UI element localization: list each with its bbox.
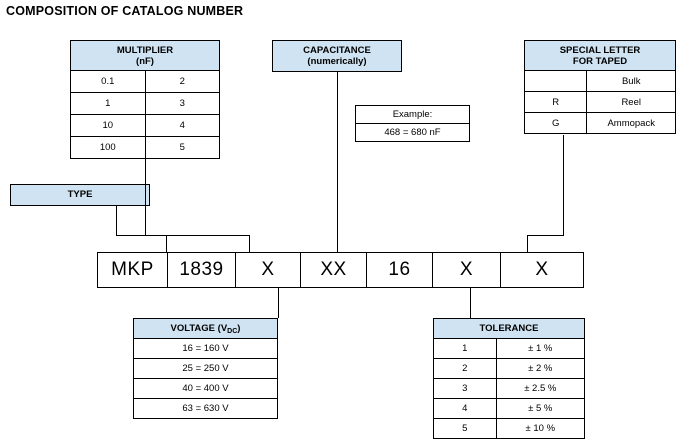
voltage-row-3: 63 = 630 V <box>133 398 278 419</box>
multiplier-code-2: 4 <box>144 114 221 137</box>
connector-multiplier-h <box>145 235 250 236</box>
multiplier-value-2: 10 <box>70 114 146 137</box>
code-cell-series[interactable]: 1839 <box>168 253 236 287</box>
special-letter-code-2: G <box>523 112 588 134</box>
connector-multiplier-v2 <box>249 235 250 253</box>
page-title: COMPOSITION OF CATALOG NUMBER <box>6 4 244 18</box>
multiplier-value-1: 1 <box>70 92 146 115</box>
connector-special-v1 <box>563 135 564 235</box>
table-row: 10 4 <box>70 114 221 137</box>
multiplier-value-3: 100 <box>70 136 146 159</box>
type-box: TYPE <box>10 184 150 206</box>
table-row: 5 ± 10 % <box>433 418 586 439</box>
capacitance-box: CAPACITANCE (numerically) <box>272 40 402 72</box>
connector-special-v2 <box>527 235 528 253</box>
multiplier-table-header: MULTIPLIER (nF) <box>70 40 220 71</box>
voltage-header-subscript: DC <box>227 327 238 335</box>
tolerance-code-4: 5 <box>433 418 497 439</box>
voltage-table: VOLTAGE (VDC) 16 = 160 V 25 = 250 V 40 =… <box>133 318 278 419</box>
multiplier-code-1: 3 <box>144 92 221 115</box>
code-cell-voltage[interactable]: 16 <box>367 253 433 287</box>
table-row: 1 ± 1 % <box>433 338 586 359</box>
table-row: 3 ± 2.5 % <box>433 378 586 399</box>
multiplier-value-0: 0.1 <box>70 70 146 93</box>
table-row: 1 3 <box>70 92 221 115</box>
tolerance-value-1: ± 2 % <box>495 358 586 379</box>
voltage-row-2: 40 = 400 V <box>133 378 278 399</box>
voltage-header-prefix: VOLTAGE (V <box>170 322 228 334</box>
multiplier-code-3: 5 <box>144 136 221 159</box>
connector-tolerance-v <box>470 288 471 318</box>
code-cell-multiplier[interactable]: X <box>236 253 301 287</box>
code-cell-tolerance[interactable]: X <box>433 253 501 287</box>
multiplier-header-line1: MULTIPLIER <box>116 44 174 56</box>
special-letter-meaning-0: Bulk <box>586 70 676 92</box>
tolerance-value-0: ± 1 % <box>495 338 586 359</box>
connector-special-h <box>527 235 564 236</box>
tolerance-table-header: TOLERANCE <box>433 318 585 339</box>
multiplier-header-line2: (nF) <box>136 55 154 67</box>
tolerance-code-3: 4 <box>433 398 497 419</box>
special-letter-header-line1: SPECIAL LETTER <box>559 44 641 56</box>
tolerance-code-1: 2 <box>433 358 497 379</box>
table-row: 100 5 <box>70 136 221 159</box>
multiplier-table: MULTIPLIER (nF) 0.1 2 1 3 10 4 100 5 <box>70 40 221 159</box>
special-letter-header: SPECIAL LETTER FOR TAPED <box>524 40 676 71</box>
code-cell-type[interactable]: MKP <box>98 253 168 287</box>
connector-capacitance-v <box>337 72 338 253</box>
table-row: R Reel <box>523 91 676 113</box>
tolerance-table: TOLERANCE 1 ± 1 % 2 ± 2 % 3 ± 2.5 % 4 ± … <box>433 318 586 439</box>
capacitance-header-line1: CAPACITANCE <box>303 44 371 56</box>
voltage-row-1: 25 = 250 V <box>133 358 278 379</box>
example-value: 468 = 680 nF <box>355 123 470 142</box>
voltage-table-header: VOLTAGE (VDC) <box>133 318 278 339</box>
tolerance-value-2: ± 2.5 % <box>495 378 586 399</box>
special-letter-code-1: R <box>523 91 588 113</box>
example-box: Example: 468 = 680 nF <box>355 105 470 142</box>
special-letter-meaning-1: Reel <box>586 91 676 113</box>
table-row: 25 = 250 V <box>133 358 278 379</box>
voltage-row-0: 16 = 160 V <box>133 338 278 359</box>
special-letter-code-0 <box>523 70 588 92</box>
special-letter-table: SPECIAL LETTER FOR TAPED Bulk R Reel G A… <box>523 40 676 134</box>
tolerance-code-2: 3 <box>433 378 497 399</box>
catalog-number-code-row: MKP 1839 X XX 16 X X <box>97 252 584 288</box>
table-row: 63 = 630 V <box>133 398 278 419</box>
table-row: Bulk <box>523 70 676 92</box>
table-row: Example: <box>355 105 470 124</box>
code-cell-capacitance[interactable]: XX <box>301 253 367 287</box>
multiplier-code-0: 2 <box>144 70 221 93</box>
connector-multiplier-v1 <box>145 158 146 235</box>
tolerance-value-3: ± 5 % <box>495 398 586 419</box>
connector-type-v2 <box>166 235 167 253</box>
type-box-label: TYPE <box>67 189 93 201</box>
table-row: 16 = 160 V <box>133 338 278 359</box>
connector-voltage-v1 <box>278 288 279 318</box>
example-label: Example: <box>355 105 470 124</box>
table-row: 0.1 2 <box>70 70 221 93</box>
capacitance-header-line2: (numerically) <box>307 56 367 67</box>
tolerance-value-4: ± 10 % <box>495 418 586 439</box>
table-row: G Ammopack <box>523 112 676 134</box>
tolerance-code-0: 1 <box>433 338 497 359</box>
table-row: 2 ± 2 % <box>433 358 586 379</box>
table-row: 40 = 400 V <box>133 378 278 399</box>
connector-type-h <box>116 235 167 236</box>
connector-type-v1 <box>116 206 117 235</box>
voltage-header-suffix: ) <box>237 322 241 334</box>
code-cell-special-letter[interactable]: X <box>535 259 549 280</box>
table-row: 468 = 680 nF <box>355 123 470 142</box>
special-letter-meaning-2: Ammopack <box>586 112 676 134</box>
table-row: 4 ± 5 % <box>433 398 586 419</box>
special-letter-header-line2: FOR TAPED <box>572 55 628 67</box>
